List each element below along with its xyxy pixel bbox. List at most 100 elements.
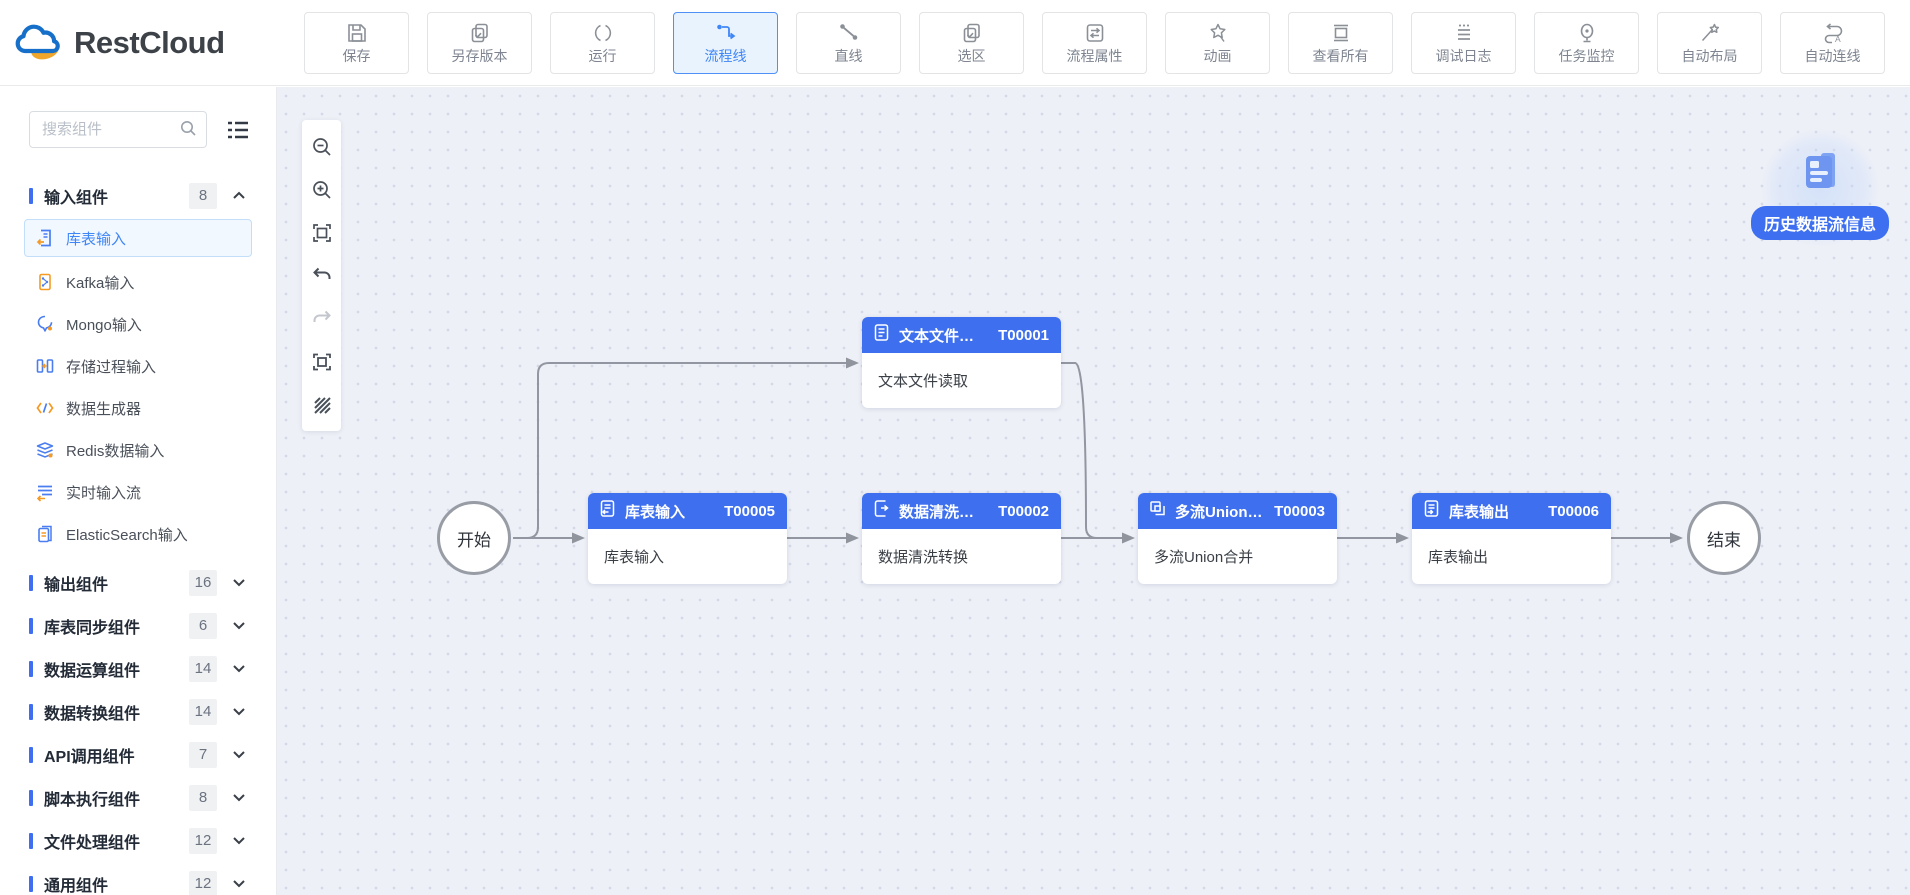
sidebar-item-label: Mongo输入 (66, 316, 142, 334)
history-dataflow-badge[interactable]: 历史数据流信息 (1750, 206, 1889, 240)
start-node[interactable]: 开始 (437, 501, 511, 575)
category-count-badge: 7 (189, 741, 217, 768)
sidebar-category-data-compute[interactable]: 数据运算组件 14 (0, 647, 276, 690)
zoom-in-button[interactable] (302, 168, 341, 211)
straight-line-button[interactable]: 直线 (796, 11, 901, 74)
node-t00002[interactable]: 数据清洗… T00002 数据清洗转换 (862, 493, 1061, 584)
flow-properties-button[interactable]: 流程属性 (1042, 11, 1147, 74)
debug-log-icon (1453, 21, 1475, 45)
sidebar-category-output[interactable]: 输出组件 16 (0, 561, 276, 604)
sidebar-item-realtime-stream-input[interactable]: 实时输入流 (24, 471, 252, 513)
app-header: RestCloud 保存 另存版本 运行 (0, 0, 1910, 86)
top-toolbar: 保存 另存版本 运行 (304, 11, 1885, 74)
search-input[interactable] (29, 111, 207, 148)
task-monitor-icon (1576, 21, 1598, 45)
stored-procedure-input-icon (35, 356, 55, 376)
node-body: 数据清洗转换 (878, 549, 969, 566)
node-code: T00006 (1548, 502, 1599, 520)
auto-connect-button[interactable]: A 自动连线 (1780, 11, 1885, 74)
task-monitor-button[interactable]: 任务监控 (1534, 11, 1639, 74)
category-accent-bar (29, 617, 33, 634)
category-accent-bar (29, 660, 33, 677)
sidebar-item-mongo-input[interactable]: Mongo输入 (24, 303, 252, 345)
flow-line-label: 流程线 (704, 48, 747, 64)
history-dataflow-icon[interactable] (1796, 147, 1844, 200)
sidebar-category-general[interactable]: 通用组件 12 (0, 862, 276, 895)
sidebar-item-redis-input[interactable]: Redis数据输入 (24, 429, 252, 471)
sidebar-category-script-exec[interactable]: 脚本执行组件 8 (0, 776, 276, 819)
node-t00001[interactable]: 文本文件… T00001 文本文件读取 (862, 317, 1061, 408)
node-header: 多流Union… T00003 (1138, 493, 1337, 529)
node-title: 库表输出 (1449, 503, 1510, 521)
category-count-badge: 12 (189, 827, 217, 854)
sidebar-item-label: 存储过程输入 (66, 358, 157, 376)
category-label: 脚本执行组件 (44, 791, 141, 809)
sidebar-category-data-transform[interactable]: 数据转换组件 14 (0, 690, 276, 733)
sidebar-category-file-process[interactable]: 文件处理组件 12 (0, 819, 276, 862)
save-as-version-button[interactable]: 另存版本 (427, 11, 532, 74)
end-node[interactable]: 结束 (1687, 501, 1761, 575)
chevron-up-icon (232, 191, 246, 200)
save-as-version-icon (469, 21, 491, 45)
node-body: 库表输入 (604, 549, 665, 566)
category-label: 通用组件 (44, 877, 109, 895)
flow-line-button[interactable]: 流程线 (673, 11, 778, 74)
selection-button[interactable]: 选区 (919, 11, 1024, 74)
category-label: 数据运算组件 (44, 662, 141, 680)
sidebar-item-table-input[interactable]: 库表输入 (24, 219, 252, 257)
sidebar-search-row (0, 111, 276, 148)
animation-label: 动画 (1203, 48, 1232, 64)
debug-log-label: 调试日志 (1435, 48, 1492, 64)
node-code: T00003 (1274, 502, 1325, 520)
redo-button[interactable] (302, 297, 341, 340)
auto-connect-icon: A (1821, 21, 1845, 45)
sidebar-category-input[interactable]: 输入组件 8 (0, 174, 276, 217)
node-body: 多流Union合并 (1154, 549, 1254, 566)
straight-line-icon (838, 21, 860, 45)
node-code: T00001 (998, 326, 1049, 344)
canvas-tool-palette (302, 120, 341, 431)
view-all-button[interactable]: 查看所有 (1288, 11, 1393, 74)
data-generator-icon (35, 398, 55, 418)
sidebar-item-label: Redis数据输入 (66, 442, 165, 460)
sidebar-item-elasticsearch-input[interactable]: ElasticSearch输入 (24, 513, 252, 555)
undo-button[interactable] (302, 254, 341, 297)
sidebar-item-kafka-input[interactable]: Kafka输入 (24, 261, 252, 303)
component-list-toggle-icon[interactable] (225, 117, 251, 143)
category-accent-bar (29, 832, 33, 849)
auto-layout-button[interactable]: 自动布局 (1657, 11, 1762, 74)
zoom-out-button[interactable] (302, 125, 341, 168)
sidebar-category-table-sync[interactable]: 库表同步组件 6 (0, 604, 276, 647)
animation-button[interactable]: 动画 (1165, 11, 1270, 74)
flow-line-icon (715, 21, 737, 45)
sidebar-item-stored-procedure-input[interactable]: 存储过程输入 (24, 345, 252, 387)
category-label: 数据转换组件 (44, 705, 141, 723)
category-label: 文件处理组件 (44, 834, 141, 852)
run-button[interactable]: 运行 (550, 11, 655, 74)
debug-log-button[interactable]: 调试日志 (1411, 11, 1516, 74)
table-input-node-icon (598, 499, 617, 523)
text-file-node-icon (872, 323, 891, 347)
node-t00003[interactable]: 多流Union… T00003 多流Union合并 (1138, 493, 1337, 584)
run-icon (592, 21, 614, 45)
history-dataflow-widget: 历史数据流信息 (1745, 125, 1895, 247)
category-count-badge: 6 (189, 612, 217, 639)
flow-canvas[interactable]: 开始 库表输入 T00005 库表输入 文本文件… T00001 文本文件读取 (277, 87, 1910, 895)
sidebar-item-data-generator[interactable]: 数据生成器 (24, 387, 252, 429)
mongo-input-icon (35, 314, 55, 334)
end-node-label: 结束 (1707, 530, 1741, 550)
node-title: 数据清洗… (899, 503, 975, 521)
cloud-logo-icon (14, 19, 62, 66)
node-t00006[interactable]: 库表输出 T00006 库表输出 (1412, 493, 1611, 584)
category-accent-bar (29, 746, 33, 763)
chevron-down-icon (232, 578, 246, 587)
save-as-version-label: 另存版本 (451, 48, 508, 64)
sidebar-category-api-call[interactable]: API调用组件 7 (0, 733, 276, 776)
node-t00005[interactable]: 库表输入 T00005 库表输入 (588, 493, 787, 584)
grid-toggle-button[interactable] (302, 383, 341, 426)
fit-view-button[interactable] (302, 211, 341, 254)
animation-icon (1207, 21, 1229, 45)
save-button[interactable]: 保存 (304, 11, 409, 74)
fullscreen-button[interactable] (302, 340, 341, 383)
elasticsearch-input-icon (35, 524, 55, 544)
